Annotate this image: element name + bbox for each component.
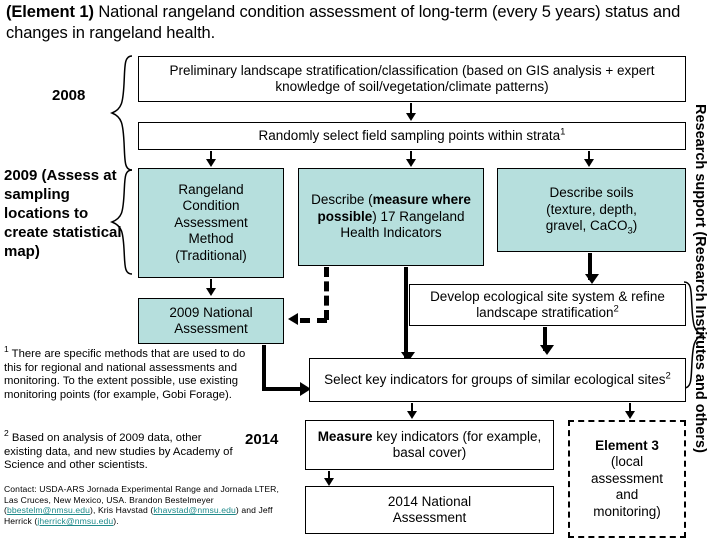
arrow-shaft-random-to-soils — [588, 151, 591, 161]
box-develop-ecological-site-system[interactable]: Develop ecological site system & refine … — [409, 284, 686, 326]
soils-line-1: Describe soils — [549, 185, 634, 201]
year-label-2008: 2008 — [52, 87, 86, 104]
contact-email-havstad[interactable]: khavstad@nmsu.edu — [153, 505, 236, 516]
brace-right-group — [682, 280, 704, 390]
soils-line-3: gravel, CaCO3) — [545, 218, 638, 237]
arrow-head-prelim-to-random — [406, 113, 416, 121]
rcam-line-2: Condition — [182, 198, 240, 214]
box-measure-key-indicators[interactable]: Measure key indicators (for example, bas… — [305, 420, 554, 470]
arrow-head-random-to-describe17 — [406, 159, 416, 167]
arrow-shaft-random-to-describe17 — [410, 151, 413, 161]
research-support-label: Research support (Research Institutes an… — [692, 104, 708, 453]
footnote-1-marker: 1 — [4, 344, 9, 355]
nat2014-line-2: Assessment — [392, 510, 467, 525]
footnote-1: 1 There are specific methods that are us… — [4, 345, 248, 402]
contact-info: Contact: USDA-ARS Jornada Experimental R… — [4, 484, 290, 526]
rcam-line-4: Method — [188, 231, 234, 247]
arrow-shaft-measure-to-nat2014 — [328, 471, 331, 480]
element3-line-3: assessment — [590, 470, 664, 486]
contact-end: ). — [113, 515, 119, 526]
measure-text: Measure key indicators (for example, bas… — [317, 428, 542, 461]
rcam-line-1: Rangeland — [178, 181, 244, 197]
arrow-head-select-to-element3 — [625, 411, 635, 419]
arrow-head-develop-to-select — [540, 345, 554, 355]
box-2014-national-assessment[interactable]: 2014 National Assessment — [305, 486, 554, 534]
caco3-subscript: 3 — [627, 225, 633, 237]
arrow-shaft-describe17-to-select — [404, 267, 408, 358]
title-rest: National rangeland condition assessment … — [6, 3, 681, 42]
box-preliminary-text: Preliminary landscape stratification/cla… — [169, 62, 655, 95]
soils-line-2: (texture, depth, — [546, 201, 637, 217]
describe17-bold: measure where possible — [317, 192, 471, 224]
element3-title: Element 3 — [595, 437, 659, 453]
element3-line-4: and — [615, 487, 639, 503]
footnote-ref-2b: 2 — [665, 370, 671, 382]
footnote-ref-2a: 2 — [613, 303, 619, 315]
box-element-3[interactable]: Element 3 (local assessment and monitori… — [568, 420, 686, 538]
footnote-1-text: There are specific methods that are used… — [4, 348, 246, 401]
nat2009-line-2: Assessment — [174, 321, 248, 336]
title-bold-prefix: (Element 1) — [6, 3, 94, 21]
element3-line-2: (local — [610, 454, 644, 470]
dashed-shaft-vertical-describe17-to-nat2009 — [324, 267, 329, 320]
arrow-shaft-nat2009-to-select-vertical — [262, 345, 266, 391]
dashed-arrow-head-into-nat2009 — [288, 313, 298, 325]
footnote-2-text: Based on analysis of 2009 data, other ex… — [4, 432, 233, 472]
nat2009-line-1: 2009 National — [169, 304, 253, 320]
arrow-head-random-to-soils — [584, 159, 594, 167]
arrow-head-soils-to-develop — [585, 274, 599, 284]
contact-mid-1: ), Kris Havstad ( — [90, 505, 154, 516]
box-random-sampling-points[interactable]: Randomly select field sampling points wi… — [138, 122, 686, 150]
box-select-key-indicators[interactable]: Select key indicators for groups of simi… — [309, 358, 686, 402]
year-label-2014: 2014 — [245, 431, 279, 448]
brace-2008 — [110, 54, 134, 172]
box-describe-17-rangeland-health-indicators[interactable]: Describe (measure where possible) 17 Ran… — [298, 168, 484, 266]
brace-2009 — [110, 168, 134, 276]
box-describe-soils[interactable]: Describe soils (texture, depth, gravel, … — [497, 168, 686, 252]
footnote-ref-1a: 1 — [560, 126, 566, 138]
describe17-text: Describe (measure where possible) 17 Ran… — [311, 192, 471, 241]
year-label-2009: 2009 (Assess at sampling locations to cr… — [4, 167, 122, 260]
select-text: Select key indicators for groups of simi… — [324, 370, 671, 387]
arrow-shaft-nat2009-to-select-horizontal — [262, 387, 304, 391]
arrow-shaft-random-to-rcam — [210, 151, 213, 161]
rcam-line-3: Assessment — [174, 214, 248, 230]
box-2009-national-assessment[interactable]: 2009 National Assessment — [138, 298, 284, 344]
dashed-shaft-horizontal-describe17-to-nat2009 — [300, 318, 327, 323]
nat2014-line-1: 2014 National — [387, 493, 472, 509]
arrow-shaft-prelim-to-random — [410, 103, 413, 115]
rcam-line-5: (Traditional) — [175, 247, 247, 263]
box-preliminary-stratification[interactable]: Preliminary landscape stratification/cla… — [138, 56, 686, 102]
contact-email-herrick[interactable]: jherrick@nmsu.edu — [37, 515, 114, 526]
measure-bold: Measure — [317, 428, 373, 444]
arrow-head-nat2009-to-select — [300, 382, 311, 396]
arrow-shaft-select-to-measure — [411, 403, 414, 413]
footnote-2-marker: 2 — [4, 428, 9, 439]
arrow-head-select-to-measure — [407, 411, 417, 419]
contact-email-bestelmeyer[interactable]: bbestelm@nmsu.edu — [6, 505, 91, 516]
arrow-head-measure-to-nat2014 — [324, 478, 334, 486]
page-title: (Element 1) National rangeland condition… — [6, 2, 696, 44]
contact-mid-2: ) and Jeff Herrick ( — [4, 505, 273, 526]
develop-text: Develop ecological site system & refine … — [430, 288, 665, 321]
arrow-head-random-to-rcam — [206, 159, 216, 167]
box-random-text: Randomly select field sampling points wi… — [258, 126, 566, 143]
arrow-head-describe17-to-select — [401, 352, 415, 362]
box-rangeland-condition-assessment-method[interactable]: Rangeland Condition Assessment Method (T… — [138, 168, 284, 278]
footnote-2: 2 Based on analysis of 2009 data, other … — [4, 429, 242, 473]
arrow-head-rcam-to-nat2009 — [206, 288, 216, 296]
arrow-shaft-rcam-to-nat2009 — [210, 279, 213, 290]
contact-prefix: Contact: USDA-ARS Jornada Experimental R… — [4, 484, 279, 516]
arrow-shaft-select-to-element3 — [629, 403, 632, 413]
side-label-wrapper: Research support (Research Institutes an… — [692, 104, 716, 540]
arrow-shaft-develop-to-select — [543, 327, 547, 351]
element3-line-5: monitoring) — [593, 503, 661, 519]
arrow-shaft-soils-to-develop — [588, 253, 592, 280]
